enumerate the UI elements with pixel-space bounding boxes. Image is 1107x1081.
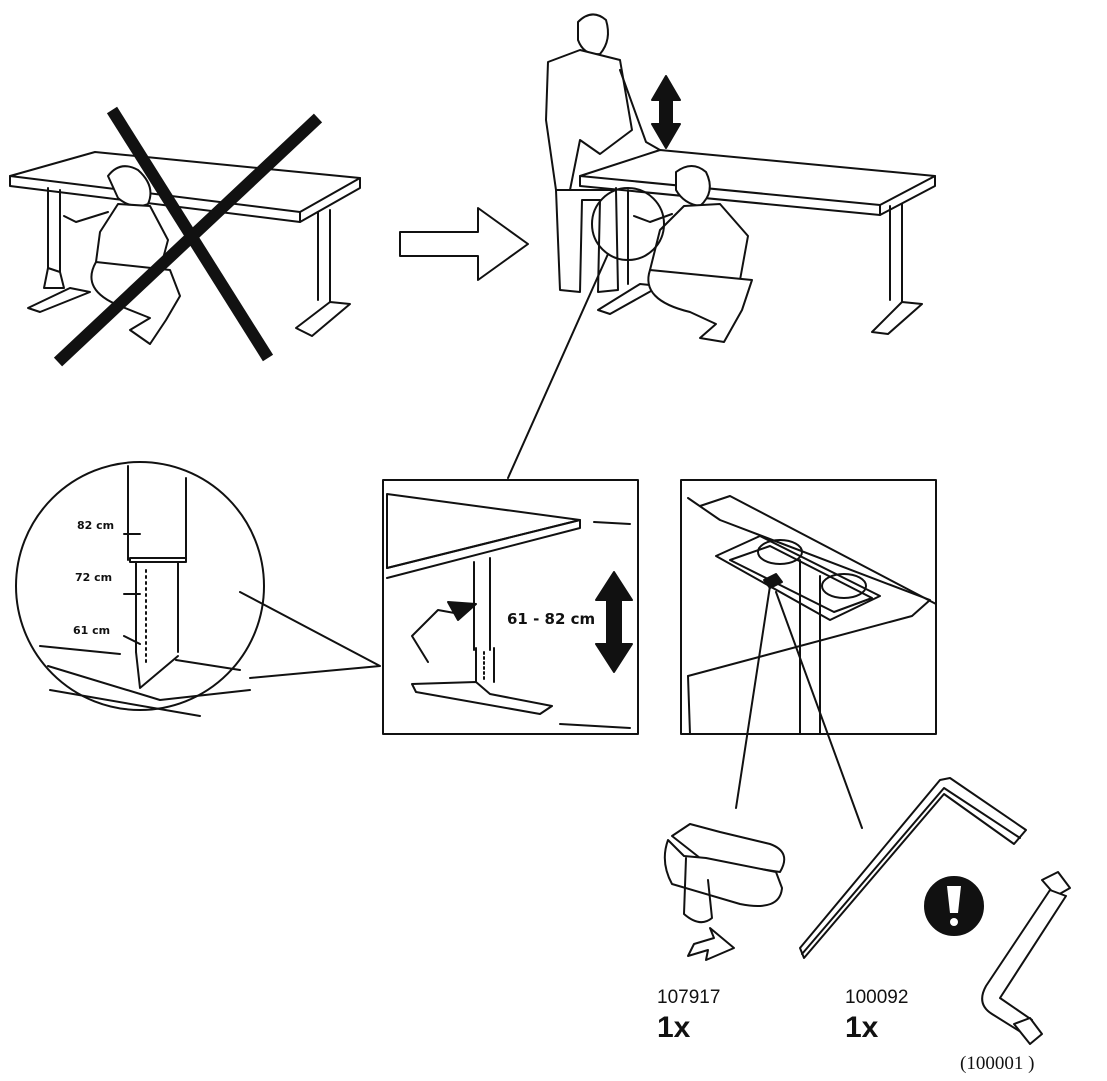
double-arrow-vertical-icon bbox=[651, 75, 681, 149]
cross-icon bbox=[53, 106, 323, 367]
arrow-right-icon bbox=[399, 207, 529, 281]
zoom-circle bbox=[591, 187, 665, 261]
correct-method-scene bbox=[545, 13, 936, 343]
leg-scale-detail bbox=[15, 461, 381, 717]
person-crouching bbox=[633, 165, 753, 343]
desk bbox=[9, 151, 361, 337]
double-arrow-vertical-icon bbox=[595, 571, 633, 673]
clip-part bbox=[663, 823, 786, 961]
desk bbox=[579, 149, 936, 335]
quantity-label: 1x bbox=[657, 1011, 691, 1044]
allen-key-short bbox=[981, 871, 1071, 1045]
exclamation-icon bbox=[924, 876, 984, 936]
person-crouching bbox=[63, 165, 181, 345]
article-number: 107917 bbox=[657, 987, 721, 1008]
scale-mark-82: 82 cm bbox=[77, 519, 115, 532]
extra-part-number: (100001 ) bbox=[960, 1053, 1035, 1074]
wrong-method-scene bbox=[9, 106, 361, 367]
scale-mark-72: 72 cm bbox=[75, 571, 113, 584]
underside-clip-panel bbox=[680, 479, 937, 735]
scale-mark-61: 61 cm bbox=[73, 624, 111, 637]
allen-key-long bbox=[799, 777, 1027, 959]
height-range-panel bbox=[382, 479, 639, 735]
height-range-label: 61 - 82 cm bbox=[507, 610, 596, 628]
quantity-label: 1x bbox=[845, 1011, 879, 1044]
article-number: 100092 bbox=[845, 987, 909, 1008]
